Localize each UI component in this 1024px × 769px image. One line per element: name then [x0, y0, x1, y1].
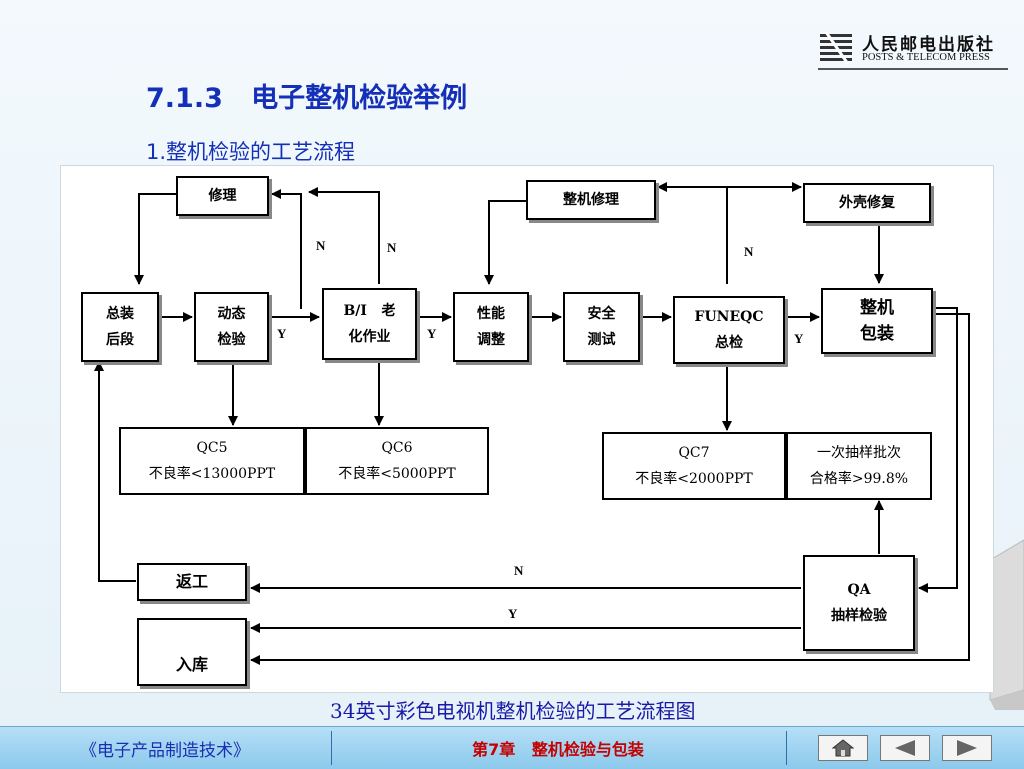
box-funeqc: FUNEQC 总检	[673, 296, 785, 364]
box-text: 不良率<5000PPT	[338, 466, 456, 482]
arrow-pack-warehouse	[250, 313, 970, 665]
arrow-dynamic-repair	[271, 189, 302, 309]
book-title: 《电子产品制造技术》	[80, 740, 250, 761]
flowchart-connectors	[94, 182, 970, 665]
prev-button[interactable]	[880, 735, 930, 761]
box-performance-adjust: 性能调整	[453, 292, 529, 362]
box-text: 后段	[106, 332, 134, 348]
box-text: 调整	[477, 332, 505, 348]
prev-arrow-icon	[895, 740, 915, 756]
logo-underline	[818, 68, 1008, 70]
footer-divider	[331, 731, 332, 765]
box-text: 总检	[715, 335, 743, 351]
box-text: 动态	[217, 306, 246, 322]
box-qa-sampling: QA 抽样检验	[803, 555, 915, 651]
label-n-rework: N	[514, 563, 524, 578]
box-rework: 返工	[137, 563, 247, 601]
box-text: QC5	[196, 440, 228, 456]
arrow-machine-repair-perf	[484, 200, 526, 285]
box-text: QC6	[381, 440, 413, 456]
box-dynamic-test: 动态检验	[194, 292, 269, 362]
label-n-repair: N	[316, 238, 326, 253]
label-y-dynamic: Y	[277, 326, 287, 341]
box-text: 总装	[106, 306, 134, 322]
box-warehouse: 入库	[137, 618, 247, 686]
arrow-pack-qa	[918, 307, 958, 593]
home-icon	[832, 739, 854, 757]
box-final-assembly: 总装后段	[81, 292, 159, 362]
box-text: 整机修理	[563, 192, 619, 208]
box-burnin: B/I 老化作业	[322, 288, 417, 360]
label-n-burnin: N	[387, 240, 397, 255]
label-y-funeqc: Y	[794, 331, 804, 346]
section-title: 7.1.3 电子整机检验举例	[146, 83, 468, 114]
box-text: FUNEQC	[694, 309, 764, 325]
arrow-burnin-repair	[308, 187, 380, 284]
publisher-emblem-icon	[820, 31, 852, 65]
arrow-funeqc-machine-repair	[657, 182, 728, 284]
box-qc7: QC7 不良率<2000PPT	[602, 432, 786, 500]
box-text: 化作业	[348, 329, 391, 345]
box-shell-repair: 外壳修复	[803, 183, 931, 223]
home-button[interactable]	[818, 735, 868, 761]
box-text: 安全	[587, 306, 616, 322]
label-y-burnin: Y	[427, 326, 437, 341]
next-arrow-icon	[957, 740, 977, 756]
flowchart: N N Y Y N Y N Y 修理 总装后段 动态检验 B/I 老化作业 性能…	[60, 165, 994, 693]
box-qc6: QC6 不良率<5000PPT	[305, 427, 489, 495]
arrow-rework-assembly	[94, 361, 136, 582]
box-text: 一次抽样批次	[817, 445, 901, 461]
box-text: 合格率>99.8%	[809, 471, 909, 487]
box-text: 外壳修复	[839, 195, 895, 211]
arrow-repair-assembly	[134, 193, 177, 285]
decorative-cabinet-image	[989, 539, 1024, 710]
box-text: 性能	[477, 306, 505, 322]
label-y-warehouse: Y	[508, 606, 518, 621]
box-text: 修理	[208, 188, 237, 204]
next-button[interactable]	[942, 735, 992, 761]
box-safety-test: 安全测试	[563, 292, 640, 362]
publisher-logo: 人民邮电出版社 POSTS & TELECOM PRESS	[818, 28, 1008, 70]
box-text: 包装	[860, 324, 894, 344]
box-text: 检验	[217, 332, 246, 348]
box-text: 整机	[860, 298, 894, 318]
box-repair: 修理	[176, 176, 269, 216]
box-text: 不良率<2000PPT	[635, 471, 753, 487]
box-qc5: QC5 不良率<13000PPT	[119, 427, 305, 495]
box-text: 抽样检验	[831, 608, 887, 624]
label-n-funeqc: N	[744, 244, 754, 259]
diagram-caption: 34英寸彩色电视机整机检验的工艺流程图	[330, 699, 696, 723]
box-text: QC7	[678, 445, 710, 461]
box-packaging: 整机包装	[821, 288, 933, 354]
publisher-name-cn: 人民邮电出版社	[862, 35, 995, 55]
publisher-name-en: POSTS & TELECOM PRESS	[862, 52, 990, 63]
box-sample-pass-rate: 一次抽样批次合格率>99.8%	[786, 432, 932, 500]
footer-divider	[786, 731, 787, 765]
box-text: B/I 老	[343, 303, 396, 319]
box-machine-repair: 整机修理	[526, 180, 656, 220]
subtitle: 1.整机检验的工艺流程	[146, 140, 356, 164]
box-text: 测试	[587, 332, 616, 348]
box-text: QA	[847, 582, 871, 598]
box-text: 不良率<13000PPT	[148, 466, 276, 482]
chapter-title: 第7章 整机检验与包装	[472, 740, 644, 759]
footer-bar: 《电子产品制造技术》 第7章 整机检验与包装	[0, 726, 1024, 769]
box-text: 入库	[175, 655, 208, 674]
box-text: 返工	[175, 572, 208, 591]
